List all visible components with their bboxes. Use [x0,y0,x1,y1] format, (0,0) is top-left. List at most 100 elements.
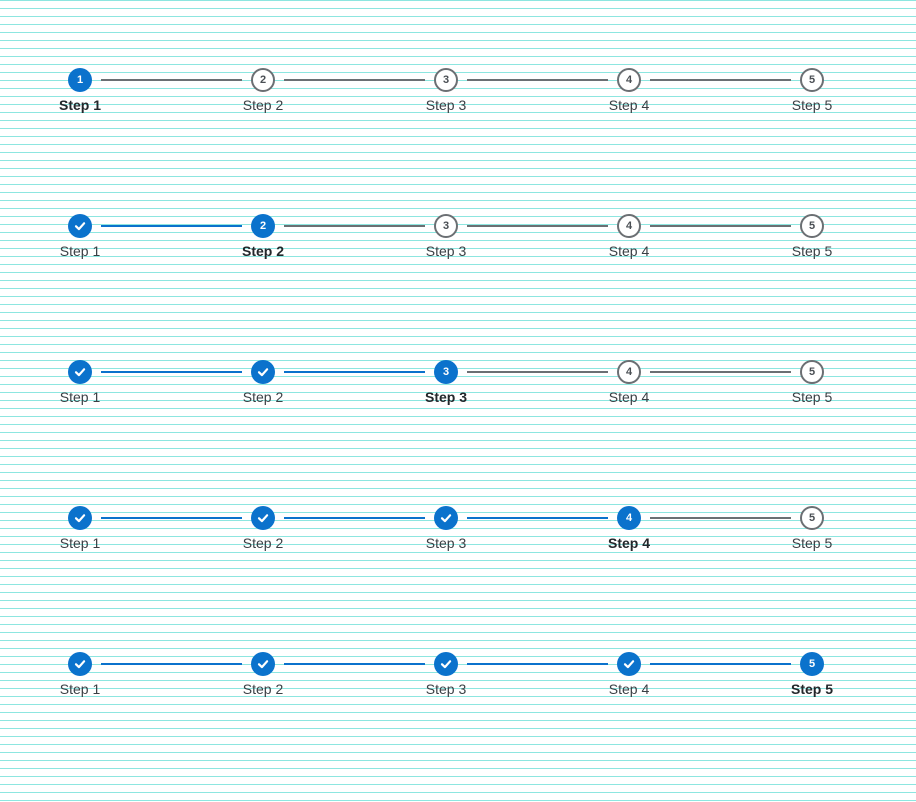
check-icon [440,660,452,669]
step-indicator-upcoming[interactable]: 5 [800,214,824,238]
check-icon [74,368,86,377]
step-indicator-upcoming[interactable]: 5 [800,360,824,384]
step-label[interactable]: Step 1 [59,681,101,697]
step-indicator-current[interactable]: 3 [434,360,458,384]
step-connector [284,663,425,665]
step-number: 5 [808,511,816,524]
step-label[interactable]: Step 3 [425,243,467,259]
step-indicator-complete[interactable] [251,360,275,384]
step-connector [101,79,242,81]
check-icon [257,514,269,523]
step-number: 5 [808,219,816,232]
step-label[interactable]: Step 5 [790,681,833,697]
step-connector [101,225,242,227]
step-number: 3 [442,73,450,86]
check-icon [257,368,269,377]
step-indicator-complete[interactable] [68,506,92,530]
step-label[interactable]: Step 5 [791,97,833,113]
step-connector [284,517,425,519]
step-indicator-complete[interactable] [68,360,92,384]
step-connector [650,225,791,227]
step-connector [467,517,608,519]
step-number: 3 [442,219,450,232]
step-indicator-upcoming[interactable]: 4 [617,360,641,384]
step-indicator-current[interactable]: 5 [800,652,824,676]
step-number: 4 [625,73,633,86]
step-label[interactable]: Step 1 [58,97,101,113]
step-indicator-upcoming[interactable]: 4 [617,68,641,92]
step-label[interactable]: Step 2 [242,535,284,551]
step-indicator-upcoming[interactable]: 3 [434,214,458,238]
step-number: 1 [76,73,84,86]
step-number: 2 [259,73,267,86]
step-label[interactable]: Step 1 [59,389,101,405]
step-connector [650,517,791,519]
step-number: 4 [625,219,633,232]
step-label[interactable]: Step 4 [608,389,650,405]
step-indicator-upcoming[interactable]: 3 [434,68,458,92]
step-indicator-complete[interactable] [434,652,458,676]
step-connector [650,79,791,81]
step-indicator-complete[interactable] [617,652,641,676]
step-indicator-current[interactable]: 4 [617,506,641,530]
step-indicator-upcoming[interactable]: 2 [251,68,275,92]
step-label[interactable]: Step 4 [608,97,650,113]
step-label[interactable]: Step 5 [791,243,833,259]
check-icon [623,660,635,669]
step-indicator-upcoming[interactable]: 5 [800,506,824,530]
step-label[interactable]: Step 5 [791,535,833,551]
step-label[interactable]: Step 4 [608,243,650,259]
step-connector [650,663,791,665]
step-connector [284,79,425,81]
step-indicator-complete[interactable] [68,652,92,676]
step-indicator-complete[interactable] [251,652,275,676]
step-connector [284,371,425,373]
step-label[interactable]: Step 3 [425,535,467,551]
step-number: 5 [808,73,816,86]
check-icon [74,660,86,669]
step-indicator-upcoming[interactable]: 5 [800,68,824,92]
step-label[interactable]: Step 3 [425,97,467,113]
step-number: 2 [259,219,267,232]
step-connector [467,663,608,665]
step-label[interactable]: Step 4 [608,681,650,697]
check-icon [74,222,86,231]
step-label[interactable]: Step 3 [425,681,467,697]
step-label[interactable]: Step 1 [59,243,101,259]
step-label[interactable]: Step 2 [242,97,284,113]
step-indicator-complete[interactable] [68,214,92,238]
check-icon [440,514,452,523]
check-icon [257,660,269,669]
step-label[interactable]: Step 2 [242,389,284,405]
step-label[interactable]: Step 5 [791,389,833,405]
step-number: 5 [808,365,816,378]
check-icon [74,514,86,523]
step-label[interactable]: Step 2 [241,243,284,259]
step-indicator-current[interactable]: 1 [68,68,92,92]
step-connector [467,225,608,227]
step-indicator-upcoming[interactable]: 4 [617,214,641,238]
step-number: 3 [442,365,450,378]
step-connector [101,517,242,519]
step-label[interactable]: Step 1 [59,535,101,551]
step-indicator-complete[interactable] [434,506,458,530]
step-connector [467,371,608,373]
step-label[interactable]: Step 4 [607,535,650,551]
step-connector [284,225,425,227]
step-connector [101,663,242,665]
step-indicator-current[interactable]: 2 [251,214,275,238]
step-label[interactable]: Step 3 [424,389,467,405]
step-connector [467,79,608,81]
step-indicator-complete[interactable] [251,506,275,530]
step-number: 4 [625,365,633,378]
step-number: 5 [808,657,816,670]
step-number: 4 [625,511,633,524]
step-connector [650,371,791,373]
step-connector [101,371,242,373]
step-label[interactable]: Step 2 [242,681,284,697]
